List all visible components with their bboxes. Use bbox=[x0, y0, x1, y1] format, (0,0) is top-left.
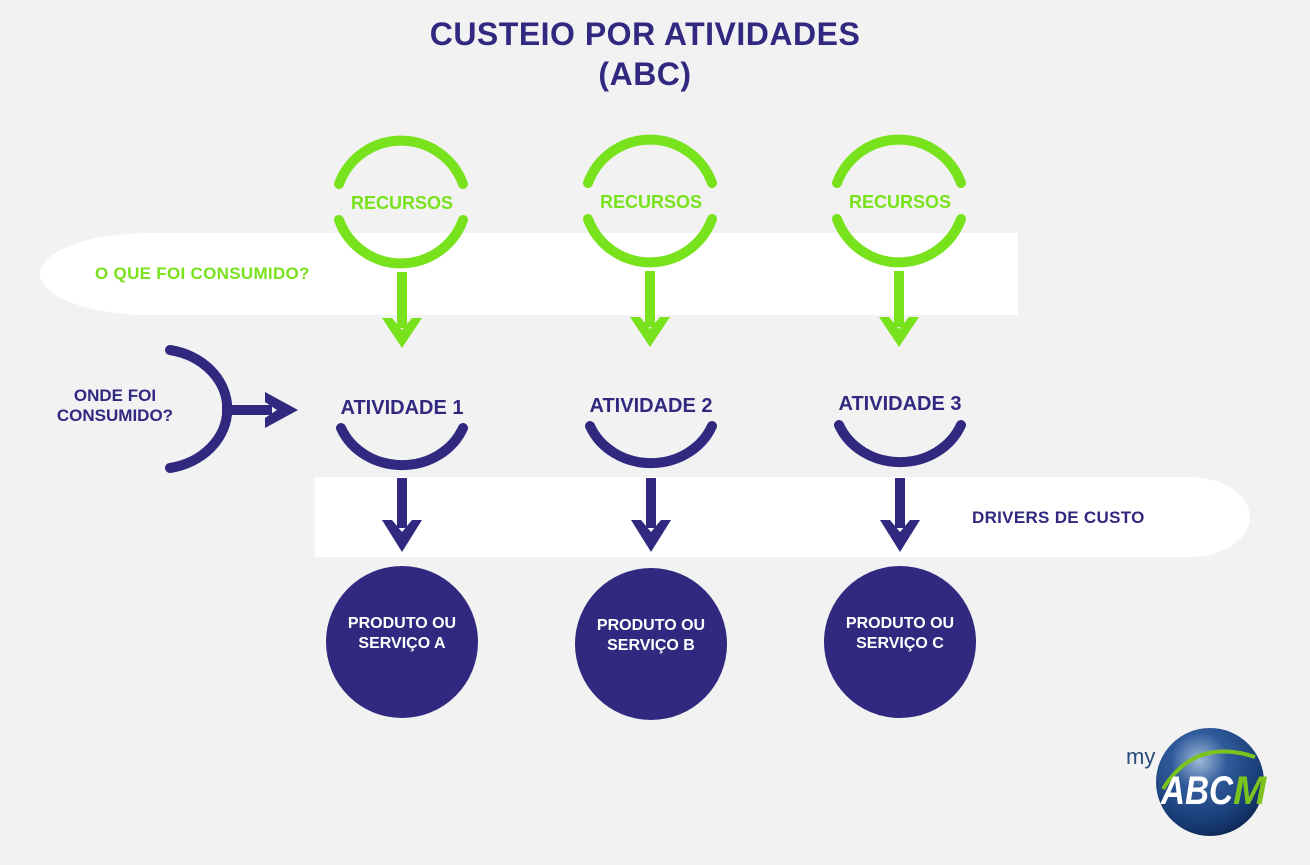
purple-arrow-3 bbox=[880, 478, 920, 552]
what-consumed-label: O QUE FOI CONSUMIDO? bbox=[95, 264, 310, 283]
activity-label-3: ATIVIDADE 3 bbox=[838, 393, 962, 415]
green-arrow-3 bbox=[879, 271, 919, 347]
resource-ring-3 bbox=[832, 134, 966, 268]
product-c-line-1: PRODUTO OU bbox=[845, 615, 955, 632]
diagram-title: CUSTEIO POR ATIVIDADES (ABC) bbox=[0, 14, 1290, 94]
logo-globe bbox=[1156, 728, 1264, 836]
logo-swoosh bbox=[1161, 749, 1256, 791]
resource-ring-3-bottom-arc bbox=[832, 214, 966, 268]
where-bracket-arc bbox=[165, 345, 233, 473]
where-consumed-line-2: CONSUMIDO? bbox=[56, 406, 174, 425]
globe-logo-icon: ABC M bbox=[1156, 728, 1268, 836]
resource-label-3: RECURSOS bbox=[848, 192, 951, 212]
product-c-line-2: SERVIÇO C bbox=[856, 635, 944, 652]
activity-cup-1 bbox=[336, 423, 468, 471]
green-arrow-1 bbox=[382, 272, 422, 348]
resource-ring-1 bbox=[334, 135, 468, 269]
product-b-line-2: SERVIÇO B bbox=[607, 637, 695, 654]
purple-arrow-2 bbox=[631, 478, 671, 552]
resource-ring-1-top-arc bbox=[334, 135, 468, 189]
title-line-1: CUSTEIO POR ATIVIDADES bbox=[429, 16, 861, 52]
logo-prefix: my bbox=[1126, 744, 1156, 769]
resource-label-1: RECURSOS bbox=[350, 193, 453, 213]
cost-drivers-label: DRIVERS DE CUSTO bbox=[972, 508, 1145, 527]
activity-cup-3 bbox=[834, 420, 966, 468]
product-circle-c: PRODUTO OU SERVIÇO C bbox=[824, 566, 976, 718]
logo-mark-main: ABC bbox=[1160, 769, 1234, 813]
where-consumed-line-1: ONDE FOI bbox=[73, 386, 157, 405]
purple-arrow-1 bbox=[382, 478, 422, 552]
where-consumed-label: ONDE FOI CONSUMIDO? bbox=[30, 386, 200, 426]
resource-ring-2-top-arc bbox=[583, 134, 717, 188]
activity-label-1: ATIVIDADE 1 bbox=[340, 397, 464, 419]
activity-label-2: ATIVIDADE 2 bbox=[589, 395, 713, 417]
product-a-line-2: SERVIÇO A bbox=[358, 635, 446, 652]
product-b-line-1: PRODUTO OU bbox=[596, 617, 706, 634]
resource-ring-2-bottom-arc bbox=[583, 214, 717, 268]
title-line-2: (ABC) bbox=[598, 56, 692, 92]
product-a-line-1: PRODUTO OU bbox=[347, 615, 457, 632]
where-arrow bbox=[222, 392, 298, 428]
product-circle-b: PRODUTO OU SERVIÇO B bbox=[575, 568, 727, 720]
activity-cup-2 bbox=[585, 421, 717, 469]
product-circle-a: PRODUTO OU SERVIÇO A bbox=[326, 566, 478, 718]
resource-ring-1-bottom-arc bbox=[334, 215, 468, 269]
resource-label-2: RECURSOS bbox=[599, 192, 702, 212]
logo-mark-accent: M bbox=[1233, 769, 1268, 813]
resource-ring-3-top-arc bbox=[832, 134, 966, 188]
cost-drivers-band bbox=[315, 477, 1250, 557]
green-arrow-2 bbox=[630, 271, 670, 347]
resource-ring-2 bbox=[583, 134, 717, 268]
